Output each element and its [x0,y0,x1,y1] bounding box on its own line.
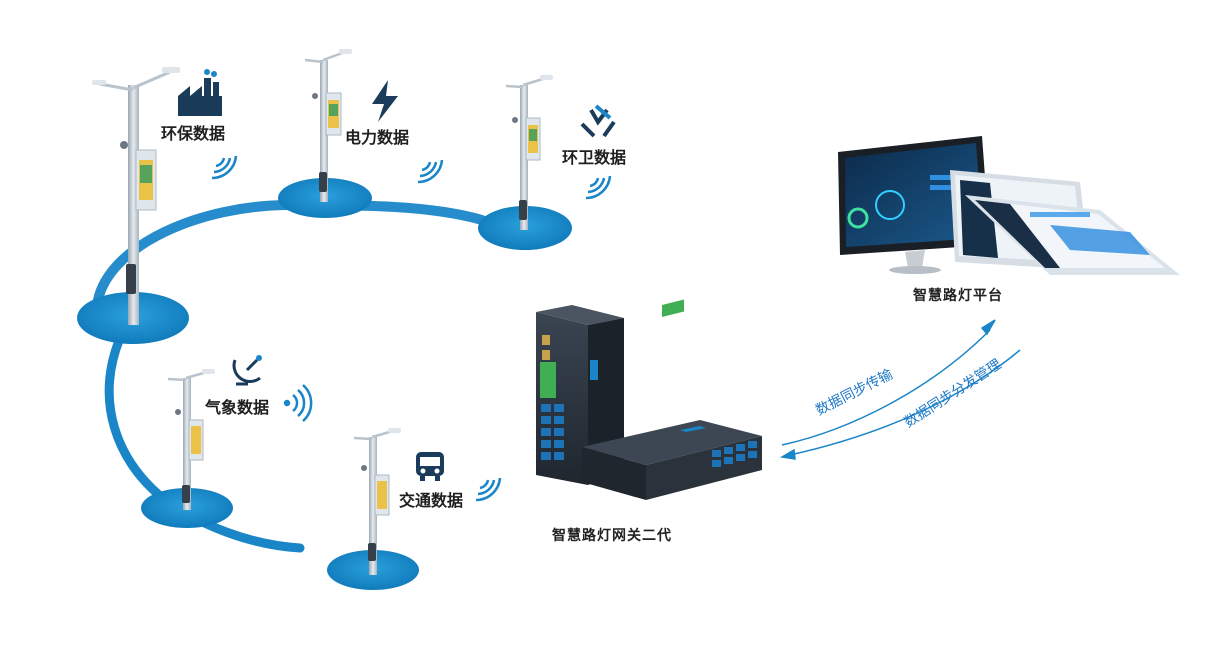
link-arrows [779,319,1021,460]
wifi-signal-icon [211,155,238,180]
platform-laptop-front [965,195,1180,275]
wifi-signal-icon [475,477,502,502]
wifi-signal-icon [585,175,612,200]
wifi-signal-icon [283,384,313,422]
platform-caption: 智慧路灯平台 [913,288,1003,304]
node-label-power: 电力数据 [345,128,410,147]
gateway-device-horizontal [582,299,762,500]
smart-pole-traffic [353,428,401,575]
node-label-sanitation: 环卫数据 [562,148,627,167]
wifi-signal-icon [417,159,444,184]
smart-pole-weather [167,369,215,510]
smart-pole-sanitation [505,75,553,230]
lightning-icon [372,80,398,122]
gateway-caption: 智慧路灯网关二代 [552,528,672,544]
node-label-env: 环保数据 [161,124,226,143]
node-label-traffic: 交通数据 [399,491,464,510]
factory-icon [178,69,222,116]
satellite-dish-icon [232,355,262,386]
gateway-device-vertical [536,305,624,485]
platform-monitor [838,136,990,274]
smart-pole-power [304,49,352,202]
smart-pole-env [92,67,180,325]
recycle-icon [580,104,616,138]
node-label-weather: 气象数据 [205,398,270,417]
bus-icon [416,452,444,481]
